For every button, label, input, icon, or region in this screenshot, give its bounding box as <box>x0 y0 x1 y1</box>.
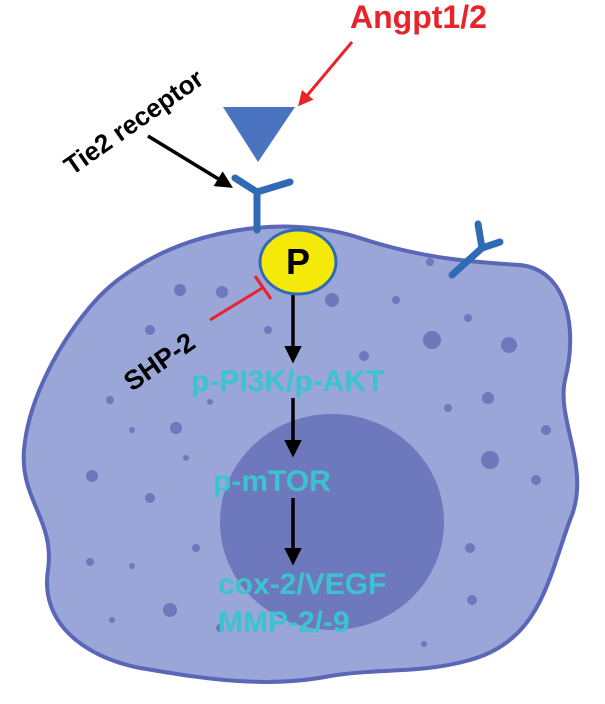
ligand-arrow <box>298 41 354 107</box>
nucleus <box>220 414 444 630</box>
ligand-label: Angpt1/2 <box>350 0 487 35</box>
pathway-step-mtor: p-mTOR <box>213 465 331 498</box>
receptor-arrow <box>147 134 233 188</box>
phospho-label: P <box>286 241 310 282</box>
receptor-label: Tie2 receptor <box>58 63 209 181</box>
pathway-step-pi3k-akt: p-PI3K/p-AKT <box>191 365 384 398</box>
inhibition-bar <box>253 275 273 300</box>
pathway-step-cox2-vegf: cox-2/VEGF <box>218 568 386 601</box>
ligand-triangle-icon <box>223 107 295 162</box>
tie2-receptor-secondary-icon <box>448 220 504 279</box>
tie2-receptor-icon <box>231 174 294 234</box>
phosphorylation-badge <box>258 228 338 296</box>
cytoplasm-vesicles <box>86 258 551 647</box>
inhibition-line <box>209 285 265 322</box>
pathway-step-mmp: MMP-2/-9 <box>218 606 350 639</box>
